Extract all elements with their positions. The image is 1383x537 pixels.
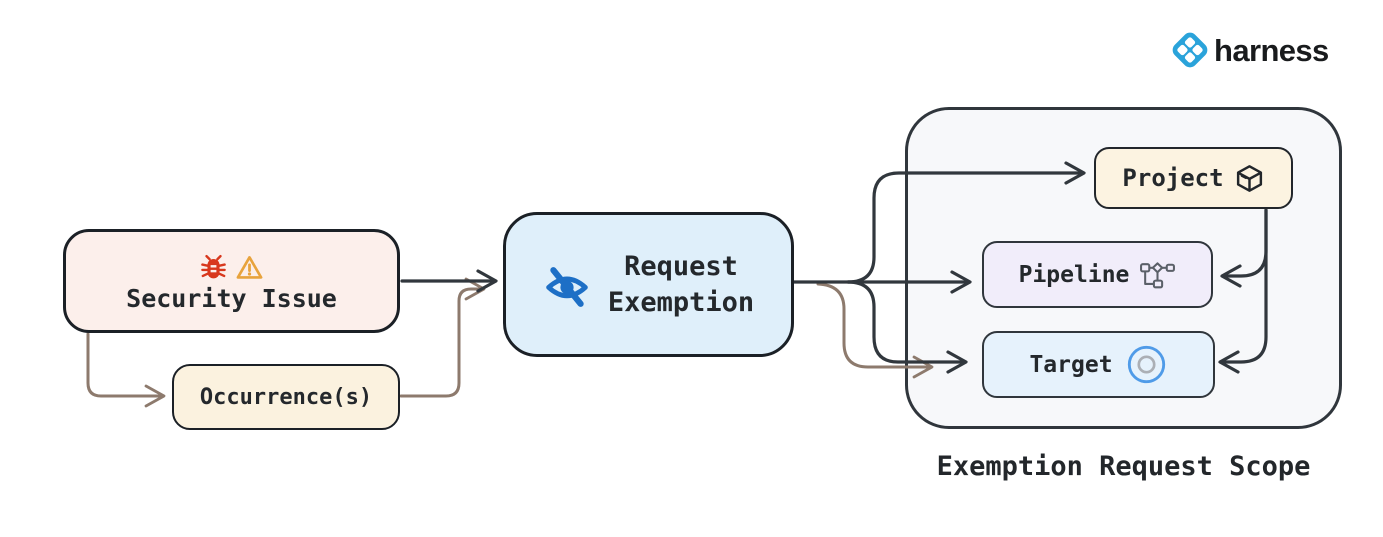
arrow-request-to-target xyxy=(846,280,968,374)
warning-icon xyxy=(236,256,263,279)
bug-icon xyxy=(201,254,226,279)
harness-logo-icon xyxy=(1172,32,1208,68)
harness-wordmark: harness xyxy=(1214,32,1329,68)
project-node: Project xyxy=(1094,147,1293,209)
arrow-request-to-project xyxy=(846,161,1086,284)
project-label: Project xyxy=(1122,164,1224,192)
pipeline-label: Pipeline xyxy=(1018,261,1130,288)
pipeline-node: Pipeline xyxy=(982,241,1213,308)
security-issue-icons xyxy=(199,253,264,282)
arrow-project-to-pipeline xyxy=(1220,208,1268,288)
scope-caption: Exemption Request Scope xyxy=(936,451,1311,482)
arrow-security-to-occurrence xyxy=(86,332,166,408)
security-issue-label: Security Issue xyxy=(126,284,337,313)
occurrences-label: Occurrence(s) xyxy=(199,384,373,410)
arrow-occurrence-to-target xyxy=(816,282,934,379)
target-label: Target xyxy=(1029,351,1113,378)
request-exemption-label-line1: Request xyxy=(624,250,738,282)
arrow-occurrence-to-request xyxy=(399,277,486,398)
eye-off-icon xyxy=(546,266,588,307)
pipeline-graph-icon xyxy=(1140,261,1176,288)
occurrences-node: Occurrence(s) xyxy=(172,364,400,430)
arrow-project-to-target xyxy=(1218,208,1268,374)
request-exemption-node: Request Exemption xyxy=(503,212,794,357)
harness-logo: harness xyxy=(1169,29,1329,71)
package-cube-icon xyxy=(1236,164,1262,192)
security-issue-node: Security Issue xyxy=(63,229,400,333)
target-node: Target xyxy=(982,331,1215,398)
target-circle-icon xyxy=(1127,345,1165,384)
request-exemption-label-line2: Exemption xyxy=(607,286,755,318)
